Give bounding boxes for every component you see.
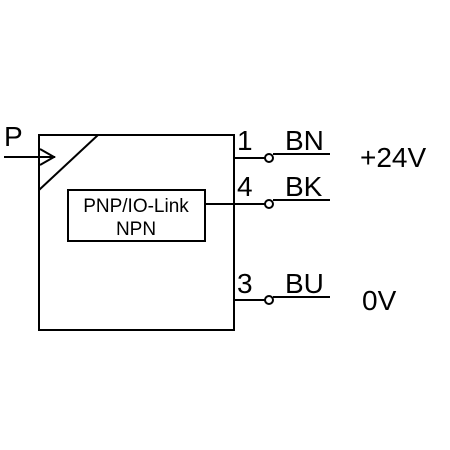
- terminal-4-contact: [264, 199, 274, 209]
- terminal-3-contact: [264, 295, 274, 305]
- sensor-body: [38, 134, 235, 331]
- output-type-line2: NPN: [116, 219, 156, 240]
- terminal-4-pin: 4: [237, 171, 253, 202]
- terminal-3-pin: 3: [237, 268, 253, 299]
- terminal-1-contact: [264, 153, 274, 163]
- output-type-line1: PNP/IO-Link: [83, 196, 189, 217]
- supply-ground-label: 0V: [362, 285, 397, 316]
- sensor-diagonal: [38, 134, 99, 191]
- input-label: P: [4, 121, 23, 152]
- supply-positive-label: +24V: [360, 142, 426, 173]
- input-arrowhead: [39, 148, 57, 166]
- terminal-4-wire-color: BK: [285, 171, 323, 202]
- terminal-1-pin: 1: [237, 125, 253, 156]
- terminal-3-wire-color: BU: [285, 268, 324, 299]
- output-type-box: [67, 189, 206, 242]
- terminal-1-wire-color: BN: [285, 125, 324, 156]
